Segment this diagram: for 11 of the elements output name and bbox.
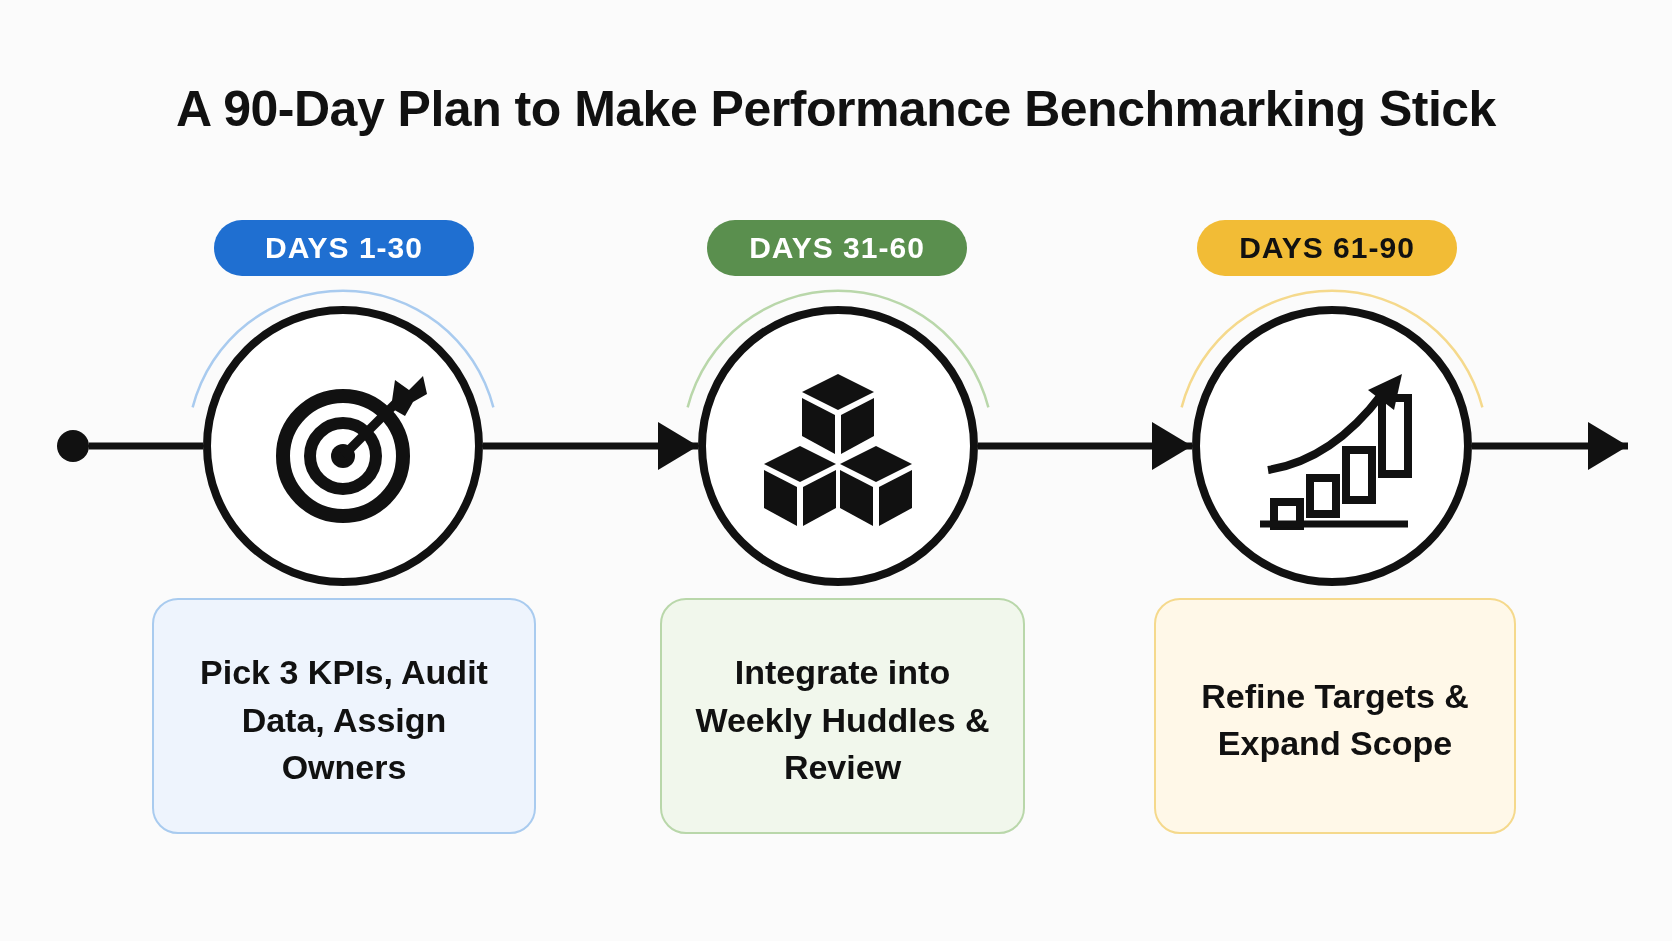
- phase-card: [660, 598, 1025, 834]
- phase-badge: DAYS 31-60: [707, 220, 967, 276]
- phase-badge: DAYS 1-30: [214, 220, 474, 276]
- phase-description: Integrate into Weekly Huddles & Review: [694, 652, 991, 789]
- phase-card: [1154, 598, 1516, 834]
- title: A 90-Day Plan to Make Performance Benchmarking Stick: [175, 80, 1497, 138]
- phase-badge: DAYS 61-90: [1197, 220, 1457, 276]
- phase-description: Pick 3 KPIs, Audit Data, Assign Owners: [199, 652, 489, 789]
- phase-description: Refine Targets & Expand Scope: [1200, 675, 1470, 765]
- start-dot: [57, 430, 89, 462]
- phase-card: [152, 598, 536, 834]
